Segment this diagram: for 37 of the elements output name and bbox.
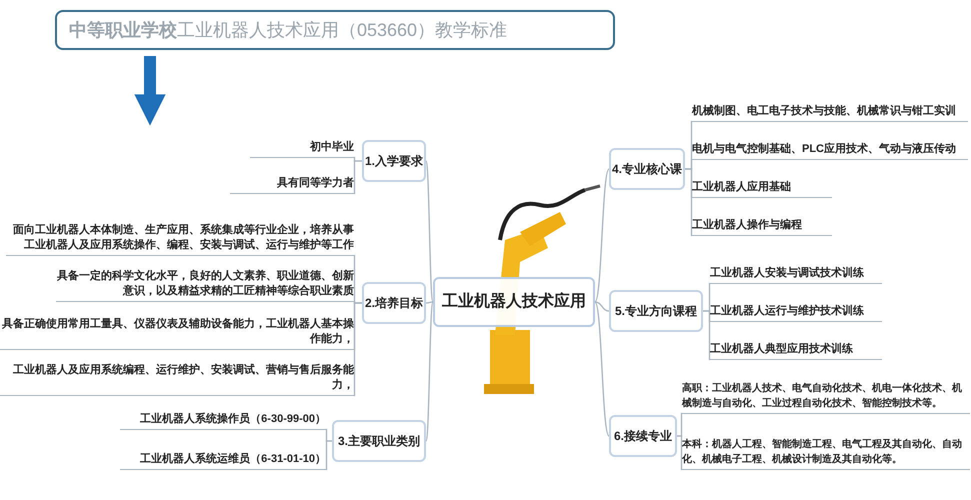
leaf-text: 具备一定的科学文化水平，良好的人文素养、职业道德、创新意识，以及精益求精的工匠精神等综合职业素质 [56,262,354,302]
branch-box: 4.专业核心课 [609,148,685,190]
leaf-text: 机械制图、电工电子技术与技能、机械常识与钳工实训 [692,100,968,122]
connector-line [353,302,362,396]
leaf-text: 电机与电气控制基础、PLC应用技术、气动与液压传动 [692,138,968,160]
connector-line [677,435,683,470]
leaf-text: 工业机器人安装与调试技术训练 [710,262,882,284]
leaf-text: 工业机器人及应用系统编程、运行维护、安装调试、营销与售后服务能力， [0,356,354,396]
branch-box: 1.入学要求 [362,140,426,182]
leaf-text: 初中毕业 [250,136,354,158]
leaf-text: 具备正确使用常用工量具、仪器仪表及辅助设备能力，工业机器人基本操作能力， [0,310,354,350]
connector-line [594,301,610,312]
title-box: 中等职业学校工业机器人技术应用（053660）教学标准 [55,10,615,50]
connector-line [353,160,362,194]
leaf-text: 工业机器人运行与维护技术训练 [710,300,882,322]
branch-box: 5.专业方向课程 [609,290,703,332]
connector-line [703,310,711,360]
leaf-text: 工业机器人操作与编程 [692,214,832,236]
leaf-text: 工业机器人系统运维员（6-31-01-10） [120,448,326,470]
connector-line [594,168,610,302]
leaf-text: 面向工业机器人本体制造、生产应用、系统集成等行业企业，培养从事工业机器人及应用系统操作、编程、安装与调试、运行与维护等工作 [6,216,354,256]
connector-line [594,302,610,436]
topic-box: 工业机器人技术应用 [433,277,595,327]
branch-box: 6.接续专业 [609,415,677,457]
connector-line [425,160,434,302]
branch-box: 3.主要职业类别 [332,420,426,462]
connector-line [425,302,434,442]
leaf-text: 具有同等学力者 [230,172,354,194]
leaf-text: 工业机器人系统操作员（6-30-99-00） [120,408,326,430]
down-arrow [134,56,166,126]
leaf-text: 高职：工业机器人技术、电气自动化技术、机电一体化技术、机械制造与自动化、工业过程自动化技术、智能控制技术等。 [682,374,970,414]
connector-line [325,440,332,470]
leaf-text: 工业机器人典型应用技术训练 [710,338,882,360]
branch-box: 2.培养目标 [362,282,426,324]
leaf-text: 本科：机器人工程、智能制造工程、电气工程及其自动化、自动化、机械电子工程、机械设计制造及其自动化等。 [682,430,970,470]
leaf-text: 工业机器人应用基础 [692,176,832,198]
connector-line [685,168,693,236]
